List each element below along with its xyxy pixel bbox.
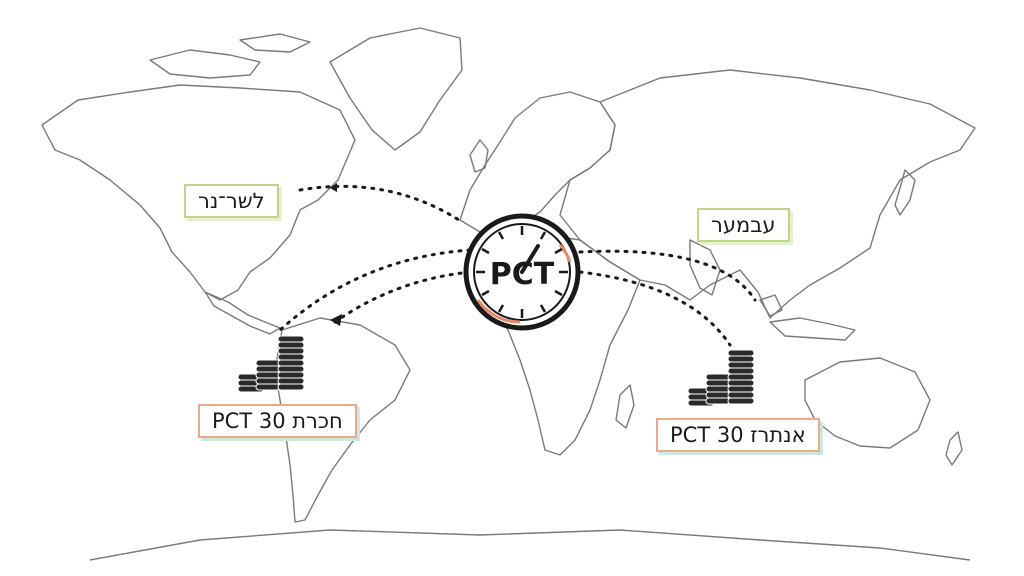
route-north-america xyxy=(300,186,462,222)
southeast-asia-islands xyxy=(760,295,855,340)
route-arrowhead-south-america xyxy=(330,314,342,326)
arctic-islands xyxy=(150,34,310,78)
new-zealand xyxy=(946,432,962,465)
greenland xyxy=(330,28,462,150)
continent-asia xyxy=(560,70,975,318)
coin-stack-southeast-asia xyxy=(688,350,754,406)
antarctica xyxy=(90,530,970,560)
coin-stack-south-america xyxy=(238,336,304,392)
continent-europe xyxy=(460,92,615,232)
clock-icon: PCT xyxy=(466,216,578,328)
label-north-america: לשר־נר xyxy=(184,184,279,218)
british-isles xyxy=(470,140,488,172)
madagascar xyxy=(616,385,634,428)
route-south-america-upper xyxy=(280,250,470,330)
continent-australia xyxy=(805,358,930,448)
label-south-america: PCT 30 חכרת xyxy=(198,404,357,438)
label-asia: עבמער xyxy=(697,208,790,242)
clock-label: PCT xyxy=(490,257,555,292)
label-southeast-asia: PCT 30 אנתרז xyxy=(656,418,820,452)
